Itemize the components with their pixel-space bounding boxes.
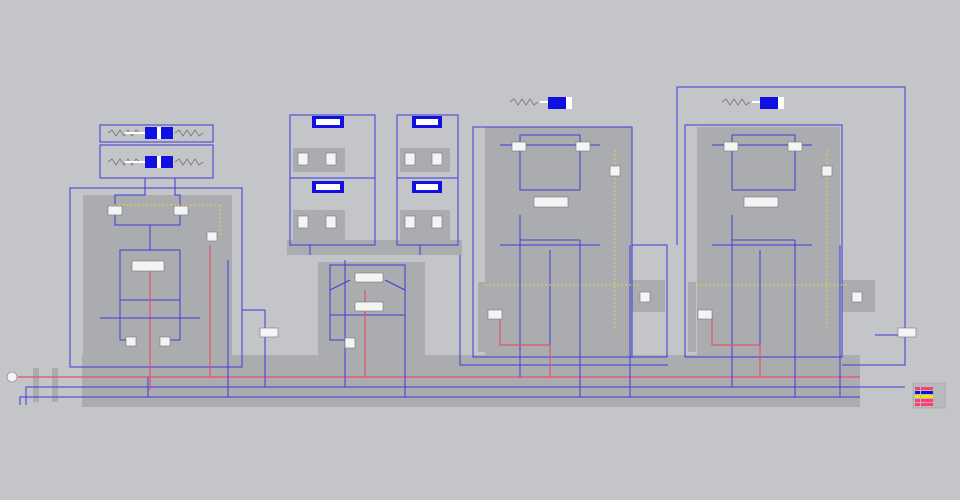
legend-swatch [915,391,920,394]
legend-swatch [915,395,920,398]
valve[interactable] [639,291,651,303]
valve[interactable] [821,165,833,177]
middle-lines [290,177,458,377]
valve[interactable] [404,215,416,229]
valve[interactable] [325,215,337,229]
cylinder-left-top[interactable] [107,127,204,139]
cylinder-right-2[interactable] [721,97,784,109]
directional-valve[interactable] [533,196,569,208]
legend-bar [921,395,933,398]
valve[interactable] [297,215,309,229]
valve[interactable] [511,141,527,152]
valves[interactable] [107,141,917,349]
valve[interactable] [173,205,189,216]
valve[interactable] [723,141,739,152]
cylinder-middle-1[interactable] [312,116,344,128]
directional-valve[interactable] [354,272,384,283]
valve[interactable] [431,152,443,166]
valve[interactable] [297,152,309,166]
right-group-1-panel [485,127,632,357]
legend-bar [921,399,933,402]
right-side-strip-2 [688,282,696,352]
source-strip-2 [52,368,58,402]
legend-swatch [915,403,920,406]
valve[interactable] [259,327,279,338]
left-group-panel [83,195,232,365]
cylinder-right-1[interactable] [509,97,572,109]
legend-bar [921,403,933,406]
valve[interactable] [404,152,416,166]
legend-swatch [915,399,920,402]
valve[interactable] [575,141,591,152]
legend-swatch [915,387,920,390]
directional-valve[interactable] [743,196,779,208]
trunk-lines [18,245,905,405]
middle-manifold-panel [287,240,462,255]
valve[interactable] [787,141,803,152]
cylinder-middle-4[interactable] [412,181,442,193]
valve[interactable] [609,165,621,177]
valve[interactable] [107,205,123,216]
controller[interactable] [487,309,503,320]
pump-source[interactable] [6,371,18,383]
valve[interactable] [344,337,356,349]
directional-valve[interactable] [131,260,165,272]
cylinder-middle-2[interactable] [412,116,442,128]
legend-bar [921,387,933,390]
cylinder-middle-3[interactable] [312,181,344,193]
left-group-lines [100,178,221,390]
valve[interactable] [206,231,218,242]
right-group-lines [485,134,850,397]
right-side-strip-1 [478,282,486,352]
controller[interactable] [697,309,713,320]
directional-valve[interactable] [354,301,384,312]
legend [912,382,946,409]
cylinder-left-bottom[interactable] [107,156,204,168]
right-group-2-panel [697,127,840,357]
source-strip-1 [33,368,39,402]
valve[interactable] [431,215,443,229]
valve[interactable] [125,336,137,347]
outlines [69,86,906,368]
valve[interactable] [897,327,917,338]
legend-bar [921,391,933,394]
valve[interactable] [159,336,171,347]
valve[interactable] [851,291,863,303]
valve[interactable] [325,152,337,166]
